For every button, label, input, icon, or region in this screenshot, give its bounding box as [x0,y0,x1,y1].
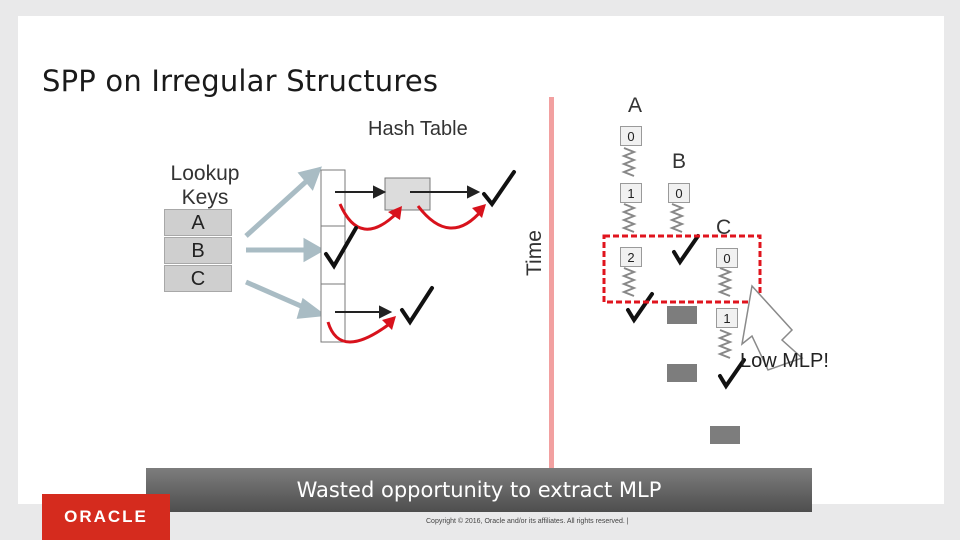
stream-c-label: C [716,216,732,239]
stream-a-label: A [628,94,643,117]
oracle-logo: ORACLE [42,494,170,540]
timeline-line [549,97,554,482]
chain-pointers [335,185,481,319]
key-a-box: A [164,209,232,236]
traversal-arrowheads [382,204,486,330]
traversal-arrows [326,203,484,344]
lookup-keys-label: Lookup Keys [170,162,240,209]
highlight-box [602,234,762,304]
stream-c-step-1: 1 [716,308,738,328]
stream-b-label: B [672,150,687,173]
callout-arrow [740,284,804,371]
slide-title: SPP on Irregular Structures [42,64,439,98]
memory-blocks [667,306,740,444]
chain-node [384,177,431,211]
stream-b-step-0: 0 [668,183,690,203]
low-mlp-annotation: Low MLP! [740,350,829,372]
stream-c-step-0: 0 [716,248,738,268]
stream-a-step-1: 1 [620,183,642,203]
copyright-notice: Copyright © 2016, Oracle and/or its affi… [426,518,629,525]
time-axis-label: Time [523,230,546,276]
summary-banner: Wasted opportunity to extract MLP [146,468,812,512]
hash-table-label: Hash Table [368,118,468,140]
check-marks [324,170,746,390]
key-b-box: B [164,237,232,264]
stream-a-step-2: 2 [620,247,642,267]
stream-a-step-0: 0 [620,126,642,146]
latency-waves [621,147,733,359]
lookup-arrows [244,166,327,319]
key-c-box: C [164,265,232,292]
